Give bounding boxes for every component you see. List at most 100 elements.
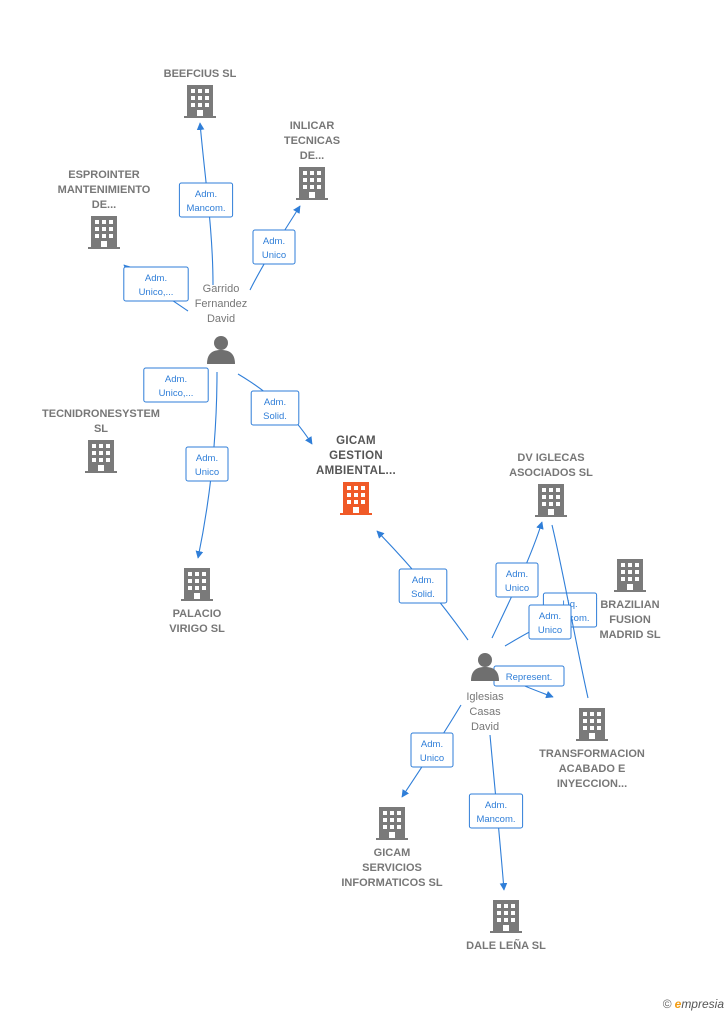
edge-label-text: Unico,... [159, 388, 194, 399]
node-label: GESTION [329, 450, 383, 462]
nodes-layer: BEEFCIUS SLINLICARTECNICASDE...ESPROINTE… [42, 68, 661, 952]
node-label: David [207, 313, 235, 325]
edge-label-text: Adm. [195, 189, 217, 200]
copyright-symbol: © [662, 997, 672, 1011]
node-label: TECNIDRONESYSTEM [42, 408, 160, 420]
edge-garrido-gicam: Adm.Solid. [237, 373, 313, 445]
node-palacio[interactable]: PALACIO VIRIGO SL [169, 568, 225, 635]
edge-iglesias-gicam: Adm. Solid. [376, 530, 469, 641]
brand-rest: mpresia [681, 997, 724, 1011]
node-label: GICAM [374, 847, 411, 859]
node-label: INFORMATICOS SL [341, 877, 443, 889]
building-icon[interactable] [376, 807, 408, 840]
node-label: BEEFCIUS SL [164, 68, 237, 80]
node-dalelena[interactable]: DALE LEÑA SL [466, 900, 546, 952]
edge-label-box[interactable] [185, 446, 229, 482]
edge-label-text: Unico [262, 250, 286, 261]
edge-garrido-inlicar: Adm. Unico [249, 205, 301, 291]
node-label: TECNICAS [284, 135, 340, 147]
node-esprointer[interactable]: ESPROINTERMANTENIMIENTODE... [58, 169, 151, 249]
node-label: DE... [92, 199, 116, 211]
node-label: SERVICIOS [362, 862, 422, 874]
brand-initial: e [674, 997, 682, 1011]
edge-label-text: Adm. [264, 397, 286, 408]
edge-label-text: Adm. [412, 575, 434, 586]
node-gicam[interactable]: GICAM GESTION AMBIENTAL... [316, 435, 396, 515]
node-label: DE... [300, 150, 324, 162]
node-label: MANTENIMIENTO [58, 184, 151, 196]
edge-label-text: Adm. [485, 800, 507, 811]
node-label: TRANSFORMACION [539, 748, 645, 760]
node-label: INLICAR [290, 120, 335, 132]
edges-layer: Adm.Mancom.Adm.UnicoAdm.Unico,...Adm.Uni… [123, 122, 598, 891]
building-icon[interactable] [85, 440, 117, 473]
node-label: DALE LEÑA SL [466, 939, 546, 952]
edge-label-box[interactable] [250, 390, 300, 426]
edge-label-box[interactable] [495, 562, 539, 598]
node-inlicar[interactable]: INLICAR TECNICAS DE... [284, 120, 340, 200]
building-icon[interactable] [535, 484, 567, 517]
node-dviglecas[interactable]: DV IGLECAS ASOCIADOS SL [509, 452, 593, 517]
edge-label-box[interactable] [143, 367, 209, 403]
edge-label-text: Mancom. [186, 203, 225, 214]
edge-label-text: Adm. [263, 236, 285, 247]
node-transformacion[interactable]: TRANSFORMACION ACABADO E INYECCION... [539, 708, 645, 790]
edge-garrido-beefcius: Adm. Mancom. [178, 122, 234, 286]
edge-label-box[interactable] [468, 793, 524, 829]
node-beefcius[interactable]: BEEFCIUS SL [164, 68, 237, 118]
edge-iglesias-transformacion: Represent. [493, 665, 565, 699]
edge-label-text: Adm. [421, 739, 443, 750]
building-icon[interactable] [296, 167, 328, 200]
edge-label-box[interactable] [178, 182, 234, 218]
node-label: Casas [469, 706, 501, 718]
node-label: INYECCION... [557, 778, 627, 790]
edge-iglesias-dviglecas: Adm.Unico [491, 521, 544, 639]
edge-label-text: Adm. [145, 273, 167, 284]
person-icon[interactable] [207, 336, 235, 364]
edge-label-text: Mancom. [476, 814, 515, 825]
edge-label-text: Solid. [411, 589, 435, 600]
building-icon[interactable] [88, 216, 120, 249]
node-label: BRAZILIAN [600, 599, 659, 611]
building-icon[interactable] [184, 85, 216, 118]
building-icon[interactable] [614, 559, 646, 592]
node-gicamserv[interactable]: GICAM SERVICIOS INFORMATICOS SL [341, 807, 443, 889]
edge-label-text: Adm. [165, 374, 187, 385]
edge-label-text: Unico,... [139, 287, 174, 298]
edge-iglesias-gicamserv: Adm.Unico [401, 704, 462, 798]
building-icon[interactable] [490, 900, 522, 933]
edge-label-box[interactable] [123, 266, 189, 302]
building-icon[interactable] [576, 708, 608, 741]
edge-label-box[interactable] [410, 732, 454, 768]
node-label: Garrido [203, 283, 240, 295]
node-label: ACABADO E [559, 763, 626, 775]
edge-garrido-esprointer: Adm. Unico,... [123, 264, 189, 312]
edge-label-box[interactable] [528, 604, 572, 640]
node-label: PALACIO [173, 608, 222, 620]
edge-garrido-tecnidrone: Adm. Unico,... [143, 367, 209, 403]
node-label: DV IGLECAS [517, 452, 584, 464]
building-icon[interactable] [340, 482, 372, 515]
edge-label-text: Unico [538, 625, 562, 636]
edge-label-text: Adm. [539, 611, 561, 622]
edge-label-text: Adm. [196, 453, 218, 464]
node-label: GICAM [336, 435, 376, 447]
edge-iglesias-dalelena: Adm. Mancom. [468, 734, 524, 891]
node-label: AMBIENTAL... [316, 465, 396, 477]
edge-label-box[interactable] [398, 568, 448, 604]
edge-label-text: Unico [195, 467, 219, 478]
node-label: ASOCIADOS SL [509, 467, 593, 479]
edge-label-text: Liq. [562, 599, 577, 610]
node-label: Fernandez [195, 298, 248, 310]
edge-label-text: Represent. [506, 672, 552, 683]
building-icon[interactable] [181, 568, 213, 601]
node-label: VIRIGO SL [169, 623, 225, 635]
node-label: MADRID SL [599, 629, 660, 641]
node-label: David [471, 721, 499, 733]
edge-label-box[interactable] [252, 229, 296, 265]
